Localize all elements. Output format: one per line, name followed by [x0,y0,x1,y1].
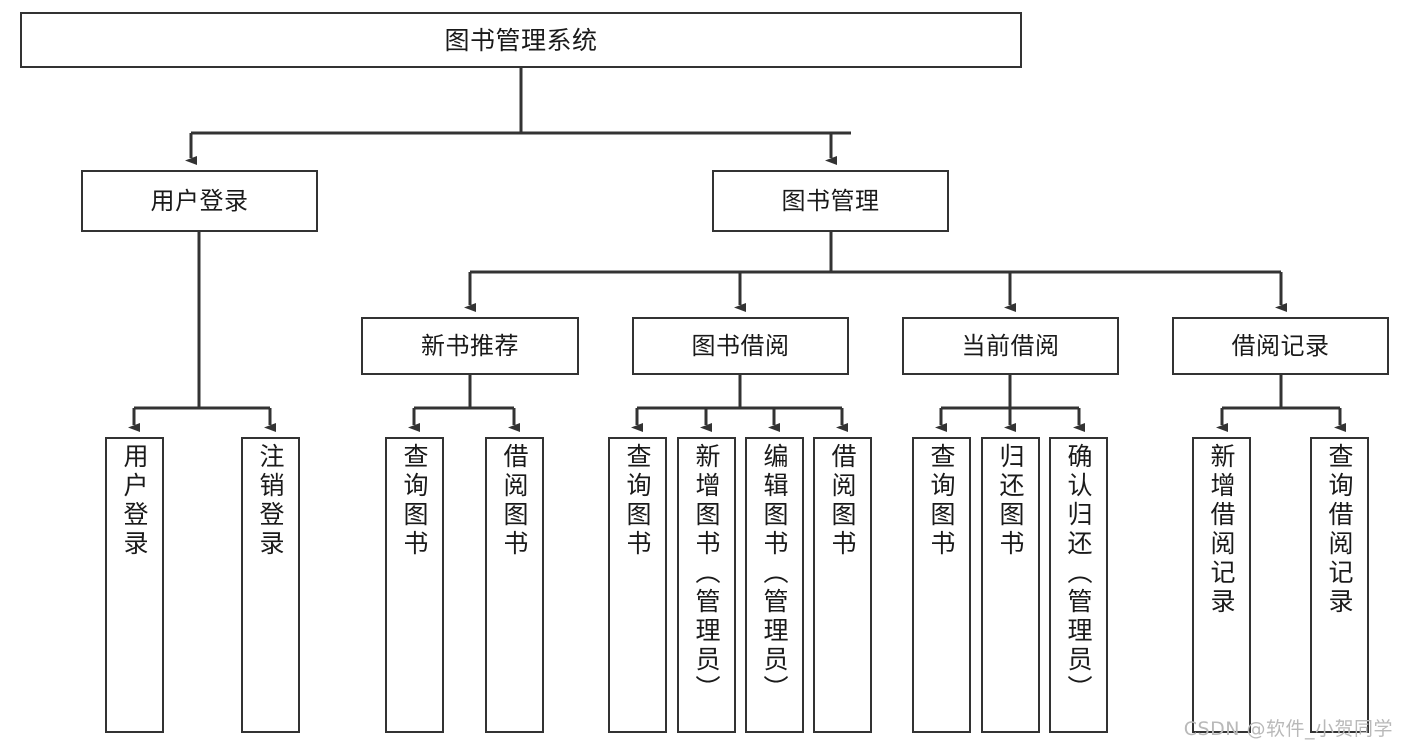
node-root-book-management-system[interactable]: 图书管理系统 [20,12,1022,68]
node-label: 借阅记录 [1231,332,1330,360]
node-leaf-borrow-book-borrowing[interactable]: 借阅图书 [813,437,872,733]
watermark-text: CSDN @软件_小贺同学 [1183,718,1393,740]
node-label: 查询借阅记录 [1325,443,1354,617]
node-leaf-add-borrow-record[interactable]: 新增借阅记录 [1192,437,1251,733]
node-label: 借阅图书 [828,443,857,559]
node-book-management[interactable]: 图书管理 [712,170,949,232]
node-leaf-query-book-current[interactable]: 查询图书 [912,437,971,733]
node-label: 当前借阅 [961,332,1060,360]
node-borrowing-record[interactable]: 借阅记录 [1172,317,1389,375]
node-label: 用户登录 [120,443,149,559]
node-new-book-recommendation[interactable]: 新书推荐 [361,317,579,375]
node-current-borrowing[interactable]: 当前借阅 [902,317,1119,375]
node-label: 查询图书 [400,443,429,559]
node-leaf-query-borrow-record[interactable]: 查询借阅记录 [1310,437,1369,733]
node-label: 新增借阅记录 [1207,443,1236,617]
node-leaf-confirm-return-admin[interactable]: 确认归还（管理员） [1049,437,1108,733]
node-leaf-query-book-borrowing[interactable]: 查询图书 [608,437,667,733]
node-book-borrowing[interactable]: 图书借阅 [632,317,849,375]
node-label: 查询图书 [623,443,652,559]
node-leaf-borrow-book-recommendation[interactable]: 借阅图书 [485,437,544,733]
node-label: 借阅图书 [500,443,529,559]
node-label: 图书管理 [781,187,880,215]
node-label: 新增图书（管理员） [692,443,721,704]
node-label: 归还图书 [996,443,1025,559]
node-label: 确认归还（管理员） [1064,443,1093,704]
node-label: 图书管理系统 [444,25,598,55]
node-label: 用户登录 [150,187,249,215]
node-label: 编辑图书（管理员） [760,443,789,704]
node-label: 新书推荐 [421,332,519,360]
node-leaf-return-book[interactable]: 归还图书 [981,437,1040,733]
node-label: 查询图书 [927,443,956,559]
node-leaf-add-book-admin[interactable]: 新增图书（管理员） [677,437,736,733]
node-label: 注销登录 [256,443,285,559]
node-user-login[interactable]: 用户登录 [81,170,318,232]
node-leaf-query-book-recommendation[interactable]: 查询图书 [385,437,444,733]
node-label: 图书借阅 [691,332,790,360]
node-leaf-edit-book-admin[interactable]: 编辑图书（管理员） [745,437,804,733]
node-leaf-user-login[interactable]: 用户登录 [105,437,164,733]
node-leaf-logout[interactable]: 注销登录 [241,437,300,733]
